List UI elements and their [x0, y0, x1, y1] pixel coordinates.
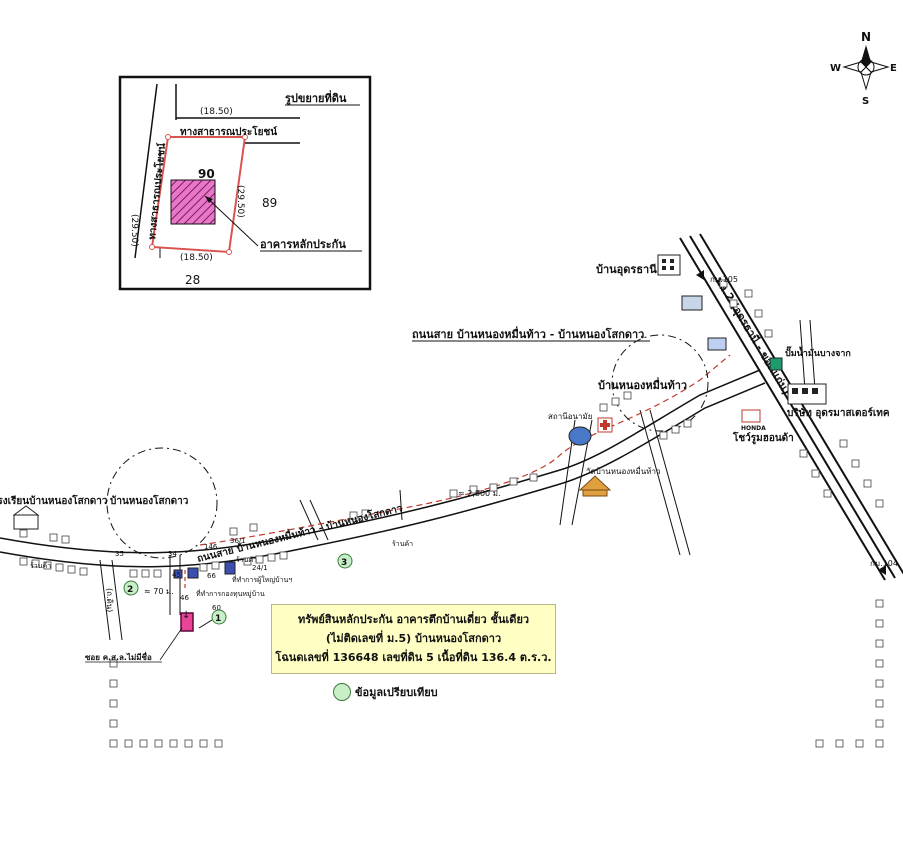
gas-station-icon: [707, 337, 727, 351]
label-km105: กม.105: [710, 275, 738, 284]
village-circle-nongmuen: [611, 334, 709, 432]
label-honda-showroom: โชว์รูมฮอนด้า: [732, 431, 794, 445]
label-shop-3: ร้านค้า: [392, 540, 413, 548]
factory-icon: [681, 295, 703, 311]
inset-neighbor-south: 28: [185, 273, 200, 287]
house-property-icon: [173, 569, 183, 579]
inset-building: [170, 179, 216, 225]
inset-building-label: อาคารหลักประกัน: [260, 238, 346, 251]
inset-plot-number: 90: [198, 167, 215, 181]
callout-line-3: โฉนดเลขที่ 136648 เลขที่ดิน 5 เนื้อที่ดิ…: [275, 651, 552, 664]
label-company: บริษัท อุดรมาสเตอร์เทค: [787, 407, 890, 419]
village-circle-nongsok: [106, 447, 218, 559]
legend-comparison-icon: [333, 683, 351, 701]
label-temple: วัดบ้านหนองหมื่นท้าว: [586, 465, 660, 476]
property-callout: ทรัพย์สินหลักประกัน อาคารตึกบ้านเดี่ยว ช…: [271, 604, 556, 674]
house-markers: [19, 279, 884, 748]
legend: ข้อมูลเปรียบเทียบ: [333, 683, 438, 701]
legend-label: ข้อมูลเปรียบเทียบ: [355, 686, 438, 699]
property-marker: [180, 612, 194, 632]
callout-line-2: (ไม่ติดเลขที่ ม.5) บ้านหนองโสกดาว: [325, 632, 502, 645]
label-road-lower: ถนนสาย บ้านหนองหมื่นท้าว - บ้านหนองโสกดา…: [195, 500, 404, 565]
marker2-label: 2: [127, 585, 133, 595]
health-station-icon: [597, 417, 613, 433]
compass-w: W: [830, 63, 841, 74]
inset-road-north: ทางสาธารณประโยชน์: [180, 125, 277, 138]
km-marker-104-icon: [878, 565, 886, 575]
label-house-46: 46: [180, 594, 189, 602]
marker1-label: 1: [215, 614, 221, 624]
water-tank-icon: [568, 426, 592, 446]
label-house-146: 146: [204, 543, 218, 551]
office-building-icon: [657, 254, 681, 276]
compass-e: E: [890, 63, 897, 74]
inset-dim-right: (29.50): [235, 185, 245, 218]
label-house-34: 34: [168, 550, 177, 558]
route-path: [199, 354, 731, 546]
inset-dim-top: (18.50): [200, 107, 233, 117]
comparison-marker-1: 1: [211, 609, 227, 625]
headman-office-icon: [187, 567, 199, 579]
label-house-24-1: 24/1: [252, 564, 268, 572]
label-village-nongmuen: บ้านหนองหมื่นท้าว: [598, 377, 687, 392]
label-health-station: สถานีอนามัย: [548, 412, 592, 421]
company-building-icon: [787, 383, 827, 405]
route-arrow-icon: ↓: [182, 610, 190, 621]
inset-title: รูปขยายที่ดิน: [285, 90, 347, 106]
label-distance-2800: ≈ 2,800 ม.: [458, 489, 501, 498]
km-marker-105-icon: [696, 270, 704, 280]
label-distance-70: ≈ 70 ม.: [144, 587, 174, 596]
label-school: โรงเรียนบ้านหนองโสกดาว: [0, 494, 108, 507]
honda-logo-icon: HONDA: [741, 409, 766, 432]
marker3-label: 3: [341, 558, 347, 568]
callout-line-1: ทรัพย์สินหลักประกัน อาคารตึกบ้านเดี่ยว ช…: [297, 613, 530, 626]
label-village-nongsok: บ้านหนองโสกดาว: [110, 494, 189, 507]
comparison-marker-2: 2: [123, 580, 139, 596]
label-gas-station: ปั๊มน้ำมันบางจาก: [785, 346, 851, 359]
label-soi: ซอย ค.ส.ล.ไม่มีชื่อ: [85, 651, 152, 662]
label-house-66: 66: [207, 572, 216, 580]
compass-n: N: [861, 30, 871, 44]
temple-icon: [578, 475, 612, 497]
label-km104: กม.104: [870, 559, 898, 568]
fund-office-icon: [224, 561, 236, 575]
inset-panel: รูปขยายที่ดิน 90 89 28 ทางสาธารณประโยชน์…: [118, 75, 372, 291]
highway: ทล.2 (อุดรธานี - ขอนแก่น): [679, 233, 903, 581]
inset-neighbor-east: 89: [262, 196, 277, 210]
school-icon: [12, 505, 40, 530]
inset-dim-left: (29.50): [129, 214, 139, 247]
honda-logo-text: HONDA: [741, 425, 766, 432]
label-shop-1: ร้านค้า: [30, 562, 51, 570]
label-road-title: ถนนสาย บ้านหนองหมื่นท้าว - บ้านหนองโสกดา…: [412, 326, 644, 341]
label-headman-office: ที่ทำการผู้ใหญ่บ้านฯ: [232, 575, 292, 584]
inset-dim-bottom: (18.50): [180, 253, 213, 263]
label-village-udon: บ้านอุดรธานี: [596, 263, 657, 277]
main-road: [0, 319, 816, 641]
label-house-60: 60: [212, 604, 221, 612]
bangchak-logo-icon: [769, 357, 783, 371]
comparison-marker-3: 3: [337, 553, 353, 569]
compass-rose-icon: N S E W: [830, 30, 897, 107]
label-house-45: 45: [172, 571, 181, 579]
compass-s: S: [862, 96, 869, 107]
label-shop-2: ร้านค้า: [236, 556, 257, 564]
label-house-36-1: 36/1: [230, 537, 246, 545]
label-fund-office: ที่ทำการกองทุนหมู่บ้าน: [196, 589, 265, 598]
label-road-left: (ถ.ดิน): [105, 588, 114, 612]
label-house-35: 35: [115, 550, 124, 558]
